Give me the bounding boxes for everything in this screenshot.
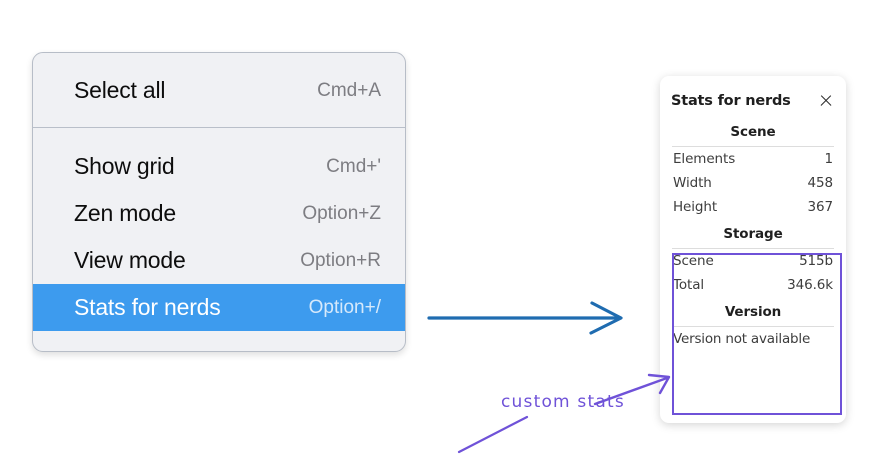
purple-tail-stroke: [457, 415, 529, 454]
menu-item-shortcut: Option+/: [308, 296, 381, 318]
section-divider: [672, 146, 834, 147]
menu-item-label: Zen mode: [74, 200, 176, 226]
stat-key: Height: [673, 199, 718, 215]
stat-key: Elements: [673, 151, 736, 167]
menu-bottom-padding: [33, 331, 405, 351]
menu-group-1: Select all Cmd+A: [33, 53, 405, 127]
menu-item-label: Select all: [74, 77, 166, 103]
section-heading-scene: Scene: [730, 124, 776, 140]
menu-item-label: View mode: [74, 247, 186, 273]
menu-item-shortcut: Cmd+': [326, 155, 381, 177]
blue-arrow: [427, 301, 623, 335]
annotation-label-custom-stats: custom stats: [501, 392, 625, 412]
stats-panel-header: Stats for nerds: [671, 76, 835, 117]
menu-group-2: Show grid Cmd+' Zen mode Option+Z View m…: [33, 128, 405, 351]
stat-value: 458: [807, 175, 834, 191]
stats-panel-title: Stats for nerds: [671, 92, 791, 109]
stat-row-width: Width 458: [671, 171, 835, 195]
menu-item-stats-for-nerds[interactable]: Stats for nerds Option+/: [33, 284, 405, 331]
stat-key: Width: [673, 175, 712, 191]
stat-row-height: Height 367: [671, 195, 835, 219]
stat-row-storage-total: Total 346.6k: [671, 273, 835, 297]
section-heading-storage: Storage: [723, 226, 783, 242]
stats-for-nerds-panel: Stats for nerds Scene Elements 1 Width 4…: [660, 76, 846, 423]
context-menu[interactable]: Select all Cmd+A Show grid Cmd+' Zen mod…: [32, 52, 406, 352]
menu-item-shortcut: Cmd+A: [317, 79, 381, 101]
menu-item-label: Show grid: [74, 153, 175, 179]
section-heading-version: Version: [724, 304, 782, 320]
stat-key: Total: [673, 277, 705, 293]
menu-item-view-mode[interactable]: View mode Option+R: [33, 237, 405, 284]
stat-row-storage-scene: Scene 515b: [671, 249, 835, 273]
section-divider: [672, 326, 834, 327]
stat-key: Scene: [673, 253, 714, 269]
stat-row-elements: Elements 1: [671, 147, 835, 171]
menu-item-zen-mode[interactable]: Zen mode Option+Z: [33, 190, 405, 237]
section-divider: [672, 248, 834, 249]
menu-item-label: Stats for nerds: [74, 294, 221, 320]
menu-item-shortcut: Option+R: [300, 249, 381, 271]
version-note: Version not available: [673, 331, 811, 347]
close-icon[interactable]: [818, 93, 834, 109]
stat-value: 1: [824, 151, 834, 167]
menu-item-shortcut: Option+Z: [302, 202, 381, 224]
stat-value: 346.6k: [787, 277, 833, 293]
menu-separator: [33, 127, 405, 128]
menu-item-select-all[interactable]: Select all Cmd+A: [33, 67, 405, 114]
menu-item-show-grid[interactable]: Show grid Cmd+': [33, 143, 405, 190]
stat-value: 367: [807, 199, 834, 215]
stat-value: 515b: [799, 253, 833, 269]
